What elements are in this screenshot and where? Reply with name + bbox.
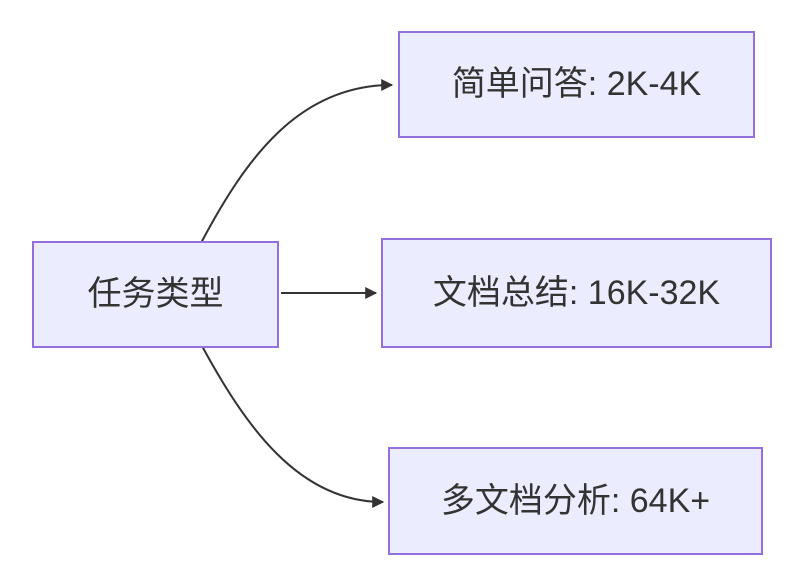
edge-task-type-to-simple-qa xyxy=(200,79,394,244)
node-doc-summary-label: 文档总结: 16K-32K xyxy=(432,273,721,312)
node-multi-doc-label: 多文档分析: 64K+ xyxy=(440,481,711,520)
node-task-type-label: 任务类型 xyxy=(87,275,224,314)
node-simple-qa: 简单问答: 2K-4K xyxy=(398,31,755,138)
edge-task-type-to-multi-doc xyxy=(201,345,385,508)
node-simple-qa-label: 简单问答: 2K-4K xyxy=(451,65,702,104)
node-doc-summary: 文档总结: 16K-32K xyxy=(381,238,772,348)
node-multi-doc: 多文档分析: 64K+ xyxy=(388,447,763,555)
node-task-type: 任务类型 xyxy=(32,241,279,348)
